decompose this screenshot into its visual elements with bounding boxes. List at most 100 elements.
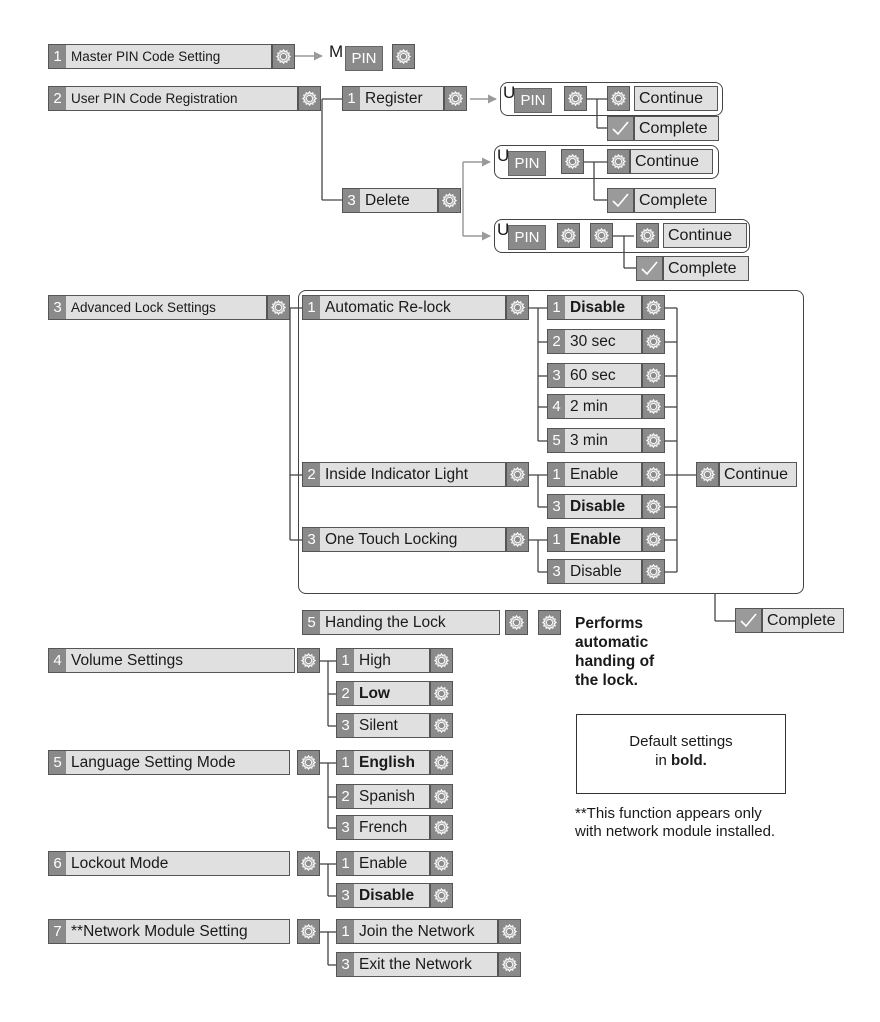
gear-icon[interactable] [696,462,719,487]
gear-icon[interactable] [272,44,295,69]
gear-icon[interactable] [557,223,580,248]
gear-icon[interactable] [607,86,630,111]
option-indicator-disable[interactable]: 3 Disable [547,494,642,519]
menu-number: 2 [49,87,66,110]
option-relock-60sec[interactable]: 3 60 sec [547,363,642,388]
gear-icon[interactable] [642,527,665,552]
option-label: Disable [570,562,622,580]
gear-icon[interactable] [642,462,665,487]
gear-icon[interactable] [642,363,665,388]
option-label: English [359,753,415,771]
option-relock-disable[interactable]: 1 Disable [547,295,642,320]
option-onetouch-disable[interactable]: 3 Disable [547,559,642,584]
complete-label: Complete [634,188,716,213]
option-language-spanish[interactable]: 2 Spanish [336,784,430,809]
menu-network-module-setting[interactable]: 7 **Network Module Setting [48,919,290,944]
gear-icon[interactable] [430,681,453,706]
menu-handing-the-lock[interactable]: 5 Handing the Lock [302,610,500,635]
submenu-inside-indicator-light[interactable]: 2 Inside Indicator Light [302,462,506,487]
gear-icon[interactable] [642,559,665,584]
complete-label: Complete [762,608,844,633]
gear-icon[interactable] [392,44,415,69]
option-relock-30sec[interactable]: 2 30 sec [547,329,642,354]
gear-icon[interactable] [298,86,321,111]
submenu-automatic-relock[interactable]: 1 Automatic Re-lock [302,295,506,320]
gear-icon[interactable] [430,815,453,840]
option-number: 2 [337,785,354,808]
option-register[interactable]: 1 Register [342,86,444,111]
option-delete[interactable]: 3 Delete [342,188,438,213]
gear-icon[interactable] [506,527,529,552]
menu-label: User PIN Code Registration [71,91,238,106]
gear-icon[interactable] [505,610,528,635]
gear-icon[interactable] [444,86,467,111]
menu-language-setting-mode[interactable]: 5 Language Setting Mode [48,750,290,775]
pin-entry[interactable]: PIN [508,151,546,176]
note-line: Performs [575,615,644,632]
gear-icon[interactable] [607,149,630,174]
pin-entry[interactable]: PIN [345,46,383,71]
gear-icon[interactable] [430,713,453,738]
option-number: 3 [337,953,354,976]
legend-line: in bold. [577,751,785,770]
menu-volume-settings[interactable]: 4 Volume Settings [48,648,295,673]
submenu-number: 1 [303,296,320,319]
option-label: Delete [365,191,410,209]
gear-icon[interactable] [498,952,521,977]
gear-icon[interactable] [642,394,665,419]
continue-button[interactable]: Continue [634,86,718,111]
continue-button[interactable]: Continue [719,462,797,487]
option-label: Spanish [359,787,416,805]
gear-icon[interactable] [561,149,584,174]
gear-icon[interactable] [430,648,453,673]
gear-icon[interactable] [506,295,529,320]
gear-icon[interactable] [564,86,587,111]
submenu-one-touch-locking[interactable]: 3 One Touch Locking [302,527,506,552]
option-exit-network[interactable]: 3 Exit the Network [336,952,498,977]
gear-icon[interactable] [297,919,320,944]
gear-icon[interactable] [642,428,665,453]
gear-icon[interactable] [498,919,521,944]
option-language-french[interactable]: 3 French [336,815,430,840]
menu-lockout-mode[interactable]: 6 Lockout Mode [48,851,290,876]
option-onetouch-enable[interactable]: 1 Enable [547,527,642,552]
gear-icon[interactable] [430,784,453,809]
option-volume-high[interactable]: 1 High [336,648,430,673]
continue-button[interactable]: Continue [663,223,747,248]
pin-entry[interactable]: PIN [514,88,552,113]
gear-icon[interactable] [538,610,561,635]
option-volume-silent[interactable]: 3 Silent [336,713,430,738]
gear-icon[interactable] [297,648,320,673]
option-label: 30 sec [570,332,616,350]
option-relock-2min[interactable]: 4 2 min [547,394,642,419]
pin-entry[interactable]: PIN [508,225,546,250]
option-lockout-disable[interactable]: 3 Disable [336,883,430,908]
gear-icon[interactable] [430,750,453,775]
gear-icon[interactable] [267,295,290,320]
gear-icon[interactable] [590,223,613,248]
option-lockout-enable[interactable]: 1 Enable [336,851,430,876]
gear-icon[interactable] [642,494,665,519]
menu-number: 1 [49,45,66,68]
complete-label: Complete [634,116,719,141]
gear-icon[interactable] [430,883,453,908]
menu-user-pin-registration[interactable]: 2 User PIN Code Registration [48,86,298,111]
gear-icon[interactable] [642,295,665,320]
note-line: handing of [575,653,655,670]
gear-icon[interactable] [430,851,453,876]
gear-icon[interactable] [297,851,320,876]
menu-master-pin[interactable]: 1 Master PIN Code Setting [48,44,272,69]
option-volume-low[interactable]: 2 Low [336,681,430,706]
register-pin-group [500,82,723,116]
gear-icon[interactable] [636,223,659,248]
option-join-network[interactable]: 1 Join the Network [336,919,498,944]
option-indicator-enable[interactable]: 1 Enable [547,462,642,487]
gear-icon[interactable] [506,462,529,487]
continue-button[interactable]: Continue [630,149,713,174]
menu-advanced-lock-settings[interactable]: 3 Advanced Lock Settings [48,295,267,320]
option-relock-3min[interactable]: 5 3 min [547,428,642,453]
gear-icon[interactable] [438,188,461,213]
option-language-english[interactable]: 1 English [336,750,430,775]
gear-icon[interactable] [642,329,665,354]
gear-icon[interactable] [297,750,320,775]
